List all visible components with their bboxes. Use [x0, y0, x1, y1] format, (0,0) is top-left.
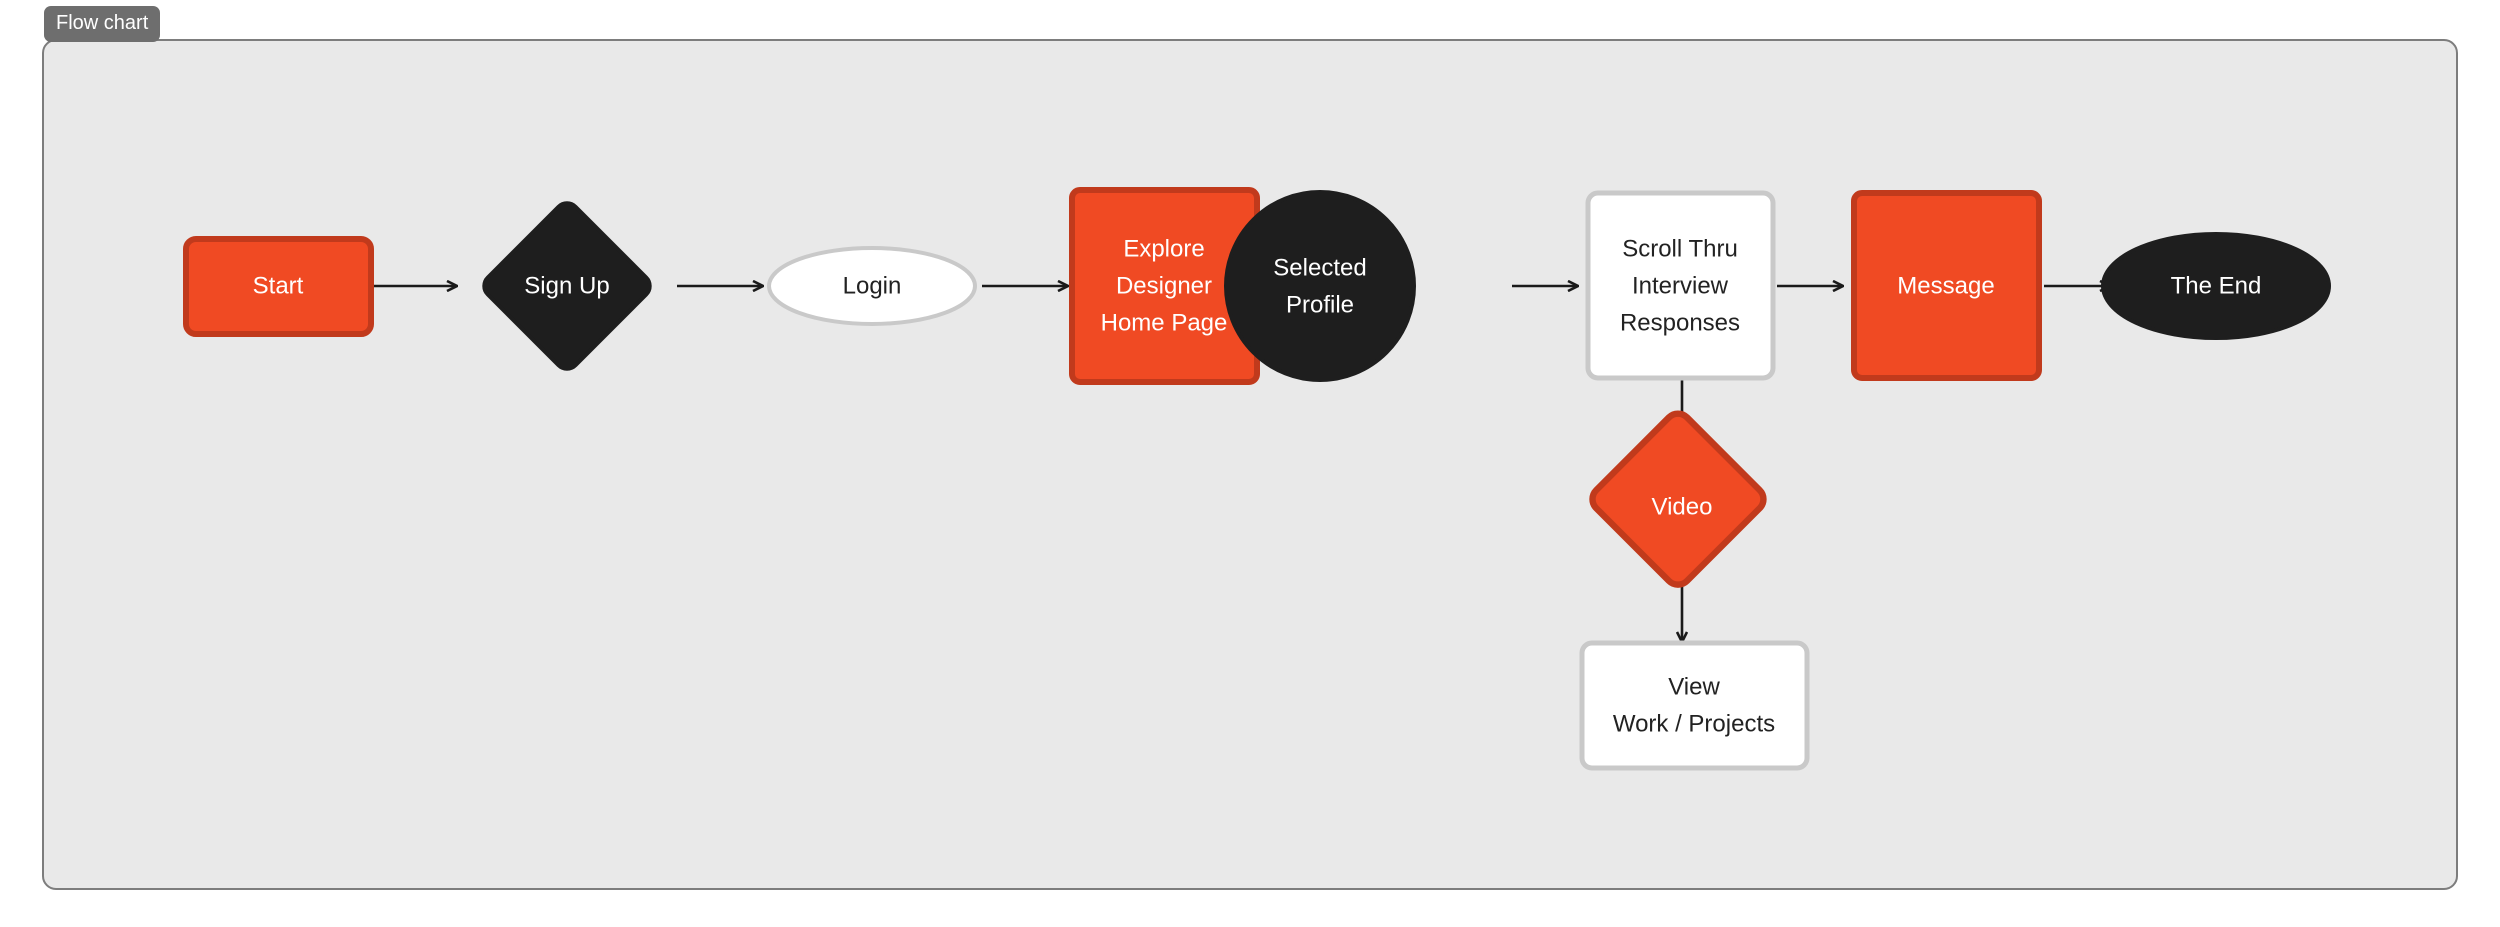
node-scroll-responses-label-line2: Interview [1632, 272, 1729, 299]
node-video-label: Video [1652, 493, 1713, 520]
node-scroll-responses[interactable]: Scroll Thru Interview Responses [1585, 190, 1776, 381]
node-start-shape[interactable] [183, 236, 374, 337]
node-scroll-responses-shape[interactable] [1585, 190, 1776, 381]
node-view-work-label-line2: Work / Projects [1613, 710, 1775, 737]
node-view-work-shape[interactable] [1579, 640, 1810, 771]
node-selected-profile-shape[interactable] [1224, 190, 1416, 382]
node-explore-label-line2: Designer [1116, 272, 1212, 299]
node-signup-label: Sign Up [524, 272, 609, 299]
node-login[interactable]: Login [767, 246, 977, 326]
node-message[interactable]: Message [1851, 190, 2042, 381]
node-login-shape[interactable] [767, 246, 977, 326]
node-scroll-responses-label-line3: Responses [1620, 309, 1740, 336]
node-explore-label-line3: Home Page [1101, 309, 1228, 336]
node-selected-profile[interactable]: Selected Profile [1224, 190, 1416, 382]
diagram-title-badge: Flow chart [44, 6, 161, 42]
node-login-label: Login [843, 272, 902, 299]
node-the-end-label: The End [2171, 272, 2262, 299]
node-selected-profile-label-line1: Selected [1273, 254, 1366, 281]
node-start[interactable]: Start [183, 236, 374, 337]
node-video[interactable]: Video [1587, 408, 1769, 590]
node-video-shape[interactable] [1587, 408, 1769, 590]
node-signup-shape[interactable] [479, 198, 654, 373]
node-the-end[interactable]: The End [2101, 232, 2331, 340]
node-scroll-responses-label-line1: Scroll Thru [1622, 235, 1738, 262]
node-message-label: Message [1897, 272, 1994, 299]
node-explore-label-line1: Explore [1123, 235, 1204, 262]
node-message-shape[interactable] [1851, 190, 2042, 381]
node-start-label: Start [253, 272, 304, 299]
flowchart-svg: Start Sign Up Login Explore Designer Hom… [183, 185, 2331, 771]
flowchart-canvas[interactable]: Start Sign Up Login Explore Designer Hom… [42, 39, 2458, 890]
node-view-work[interactable]: View Work / Projects [1579, 640, 1810, 771]
node-view-work-label-line1: View [1668, 673, 1720, 700]
node-selected-profile-label-line2: Profile [1286, 291, 1354, 318]
node-signup[interactable]: Sign Up [466, 185, 669, 388]
node-the-end-shape[interactable] [2101, 232, 2331, 340]
